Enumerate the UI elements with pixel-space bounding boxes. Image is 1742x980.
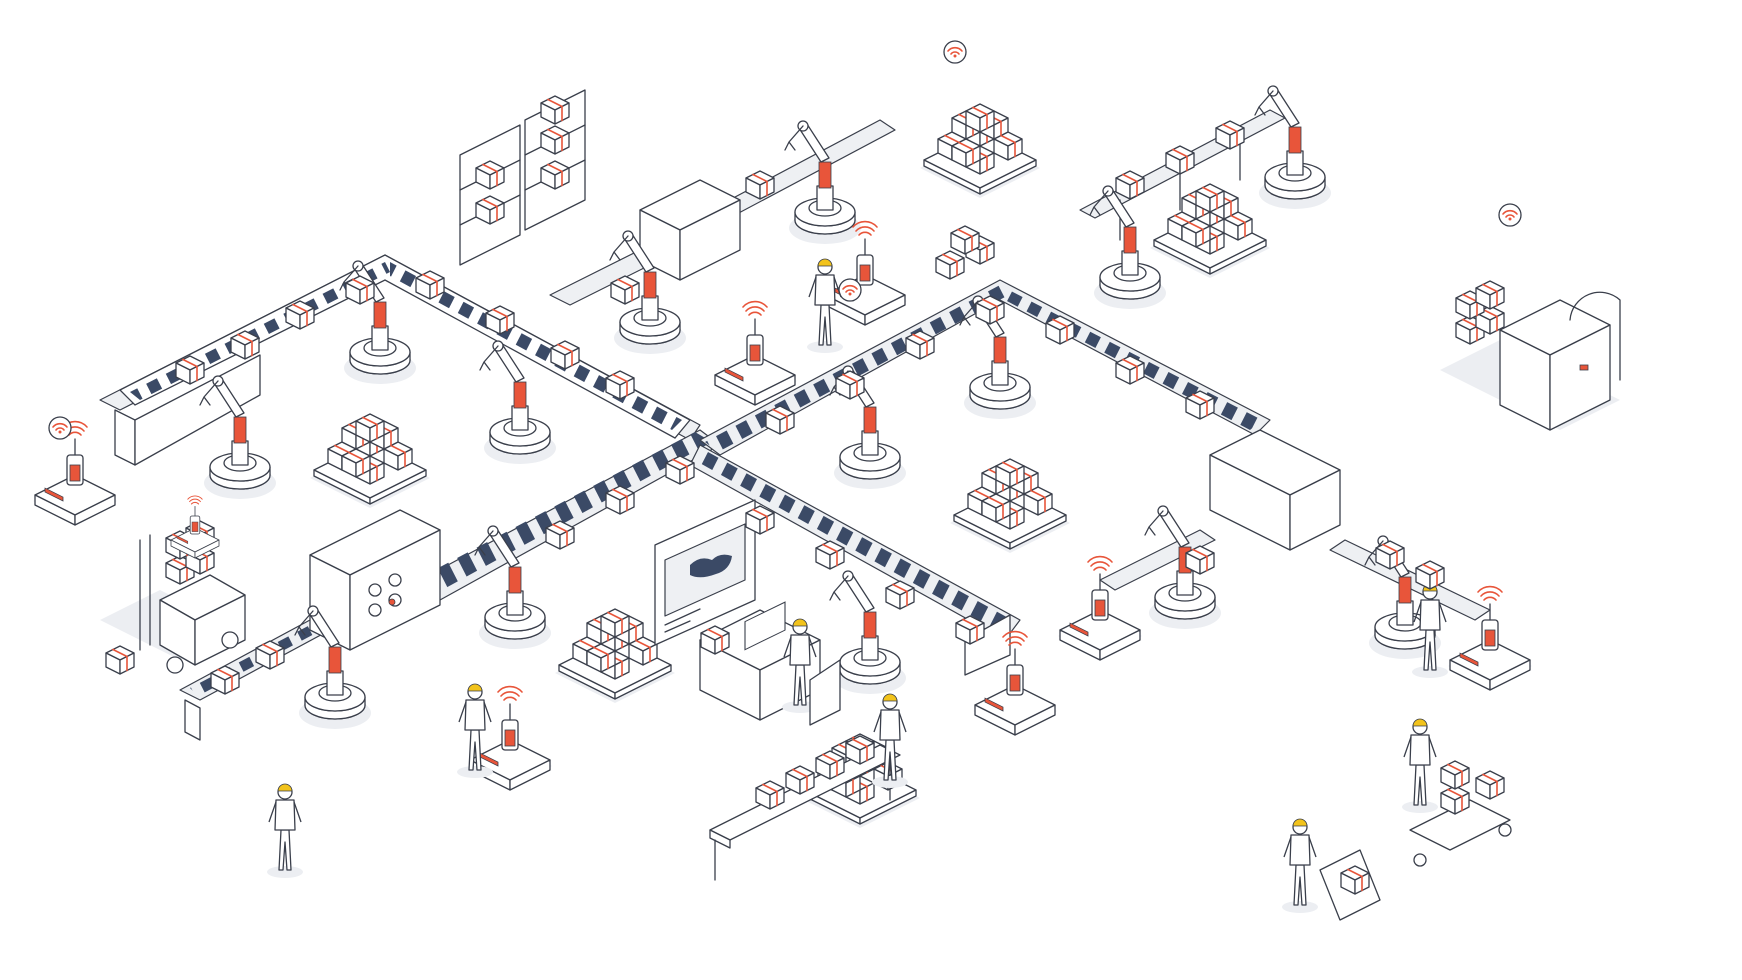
hand-trolley — [1319, 760, 1512, 921]
workbench — [709, 735, 901, 881]
world-map-dashboard-icon — [654, 499, 756, 646]
forklift — [100, 495, 246, 675]
control-panel-dials — [368, 573, 402, 617]
agv-with-boxes — [935, 225, 995, 280]
conveyor-top — [549, 119, 896, 306]
heavy-lift-machine — [1440, 280, 1621, 431]
storage-racks — [459, 89, 586, 266]
operator-desk — [699, 601, 841, 726]
